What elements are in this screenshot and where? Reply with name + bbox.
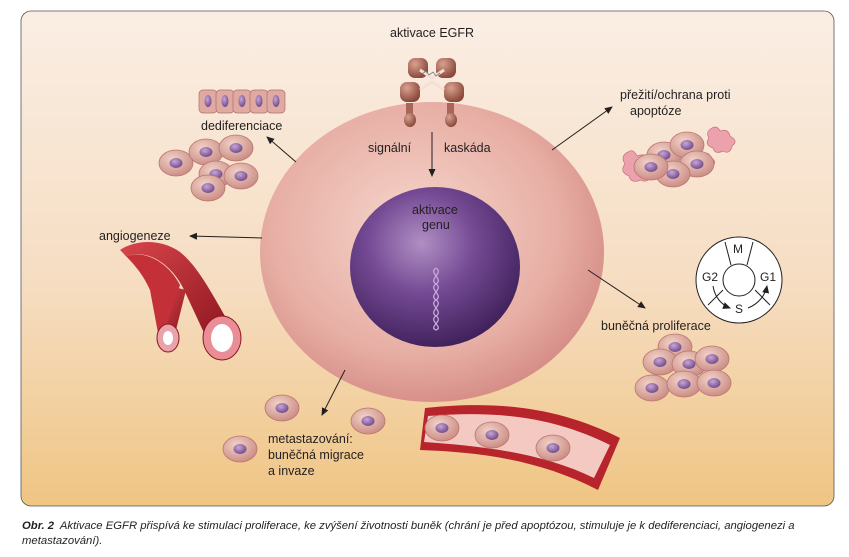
caption-prefix: Obr. 2 <box>22 520 55 532</box>
survival-arrow <box>551 106 613 151</box>
cycle-arrow-right-icon <box>747 285 770 309</box>
gene-activation-label-2: genu <box>422 218 450 232</box>
egfr-activation-label: aktivace EGFR <box>390 26 474 40</box>
signal-label-left: signální <box>368 141 412 155</box>
epithelial-cells-icon <box>198 89 286 114</box>
cycle-g1-label: G1 <box>760 270 776 284</box>
nucleus <box>350 187 520 347</box>
survival-label: přežití/ochrana proti <box>620 88 730 102</box>
cycle-s-label: S <box>735 302 743 316</box>
signal-label-right: kaskáda <box>444 141 491 155</box>
metastasis-arrow <box>321 369 346 416</box>
dna-helix-icon <box>433 267 439 331</box>
metastasis-label: metastazování: <box>268 432 353 446</box>
caption-text: Aktivace EGFR přispívá ke stimulaci prol… <box>22 520 795 547</box>
egfr-receptor-icon <box>400 58 464 127</box>
proliferation-label: buněčná proliferace <box>601 319 711 333</box>
proliferation-arrow <box>587 269 646 309</box>
invasion-vessel-icon <box>420 405 620 490</box>
dedifferentiation-label: dediferenciace <box>201 119 282 133</box>
cycle-m-label: M <box>733 242 743 256</box>
cell-cycle-diagram: M G1 S G2 <box>695 236 783 324</box>
survival-label-2: apoptóze <box>630 104 681 118</box>
dedifferentiation-arrow <box>266 136 297 163</box>
angiogenesis-label: angiogeneze <box>99 229 171 243</box>
figure-caption: Obr. 2 Aktivace EGFR přispívá ke stimula… <box>22 519 832 549</box>
gene-activation-label: aktivace <box>412 203 458 217</box>
metastasis-label-2: buněčná migrace <box>268 448 364 462</box>
cycle-arrow-left-icon <box>712 285 731 309</box>
cycle-g2-label: G2 <box>702 270 718 284</box>
angiogenesis-arrow <box>189 232 263 240</box>
branching-vessel-icon <box>120 242 242 361</box>
metastasis-label-3: a invaze <box>268 464 315 478</box>
survival-cell-cluster <box>622 126 736 188</box>
